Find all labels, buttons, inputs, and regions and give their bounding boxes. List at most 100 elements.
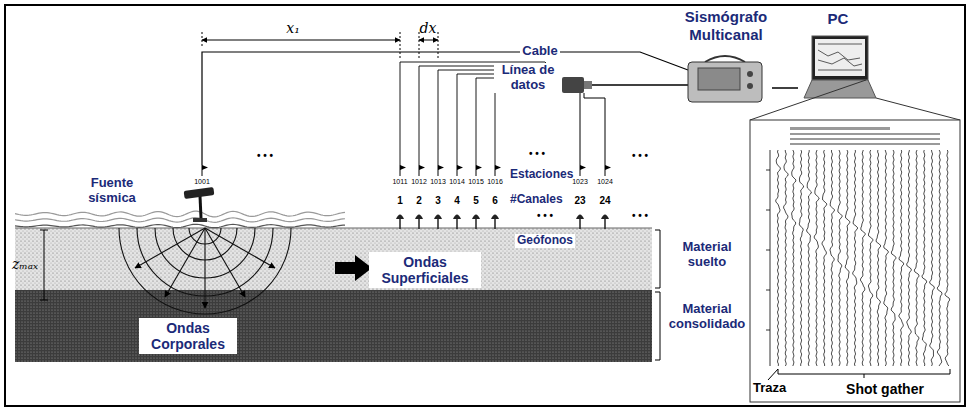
trace-leader [768,369,778,380]
dimension-line [438,32,439,58]
seismic-trace [845,150,850,366]
trace-label: Traza [753,381,786,396]
time-axis [766,170,770,171]
data-connector [584,81,592,89]
seismic-trace [792,150,796,366]
depth-label: zₘₐₓ [12,256,38,272]
body-wavefront [204,228,205,308]
seismic-trace [891,150,896,366]
time-axis [766,290,770,291]
depth-bracket [40,230,48,300]
geophones-label: Geófonos [515,234,575,248]
station-number: 1015 [468,178,484,186]
seismograph-device [705,56,745,62]
seismograph-node: Sismógrafo Multicanal [680,8,772,106]
station-flag [494,219,496,229]
zoom-line [750,80,960,120]
seismic-trace [876,150,881,366]
station-flag [580,165,586,170]
shot-gather-panel: Shot gather [750,120,960,402]
body-wavefront [205,228,245,297]
station-flag [580,165,581,176]
station-flag [400,165,406,170]
dimension-line [419,40,438,41]
seismic-trace [907,150,912,366]
zoom-line [750,80,866,120]
body-wavefront [205,228,275,268]
hammer-symbol [193,218,207,222]
laptop-symbol [812,36,868,80]
station-number: 1011 [392,178,407,186]
station-flag [579,219,581,229]
data-line-label: Línea de datos [494,63,562,93]
computer-node: PC [798,10,878,104]
channels-label: #Canales [510,193,563,207]
laptop-symbol [815,39,865,76]
seismograph-device [747,83,753,89]
seismic-trace [853,150,858,366]
channel-number: 1 [397,195,403,207]
zoom-line [876,98,960,120]
station-number: 1013 [430,178,446,186]
station-flag [453,215,461,220]
station-flag [456,219,458,229]
seismic-trace [937,150,942,366]
connector-layer [772,88,798,89]
seismic-trace [814,150,819,366]
station-flag [434,215,442,220]
seismic-trace [868,150,873,366]
station-flag [605,165,606,176]
seismic-trace [884,150,889,366]
ellipsis: • • • [529,148,545,160]
station-flag [202,165,208,170]
station-flag [418,219,420,229]
seismic-trace [929,150,934,366]
propagation-arrow [335,255,372,281]
seismograph-device [688,62,762,102]
inset-panel [750,120,960,402]
channel-number: 2 [416,195,422,207]
hammer-symbol [184,187,215,199]
seismic-trace [776,150,950,366]
station-flag [576,215,584,220]
ground-surface [15,228,652,229]
seismic-trace [822,150,827,366]
station-flag [584,93,605,165]
station-flag [399,219,401,229]
station-number: 1012 [411,178,427,186]
seismic-trace [945,150,950,366]
body-wavefront [165,228,205,297]
station-flag [396,215,404,220]
body-wavefront [119,228,291,314]
laptop-symbol [818,44,862,70]
station-number: 1001 [194,178,210,186]
body-wavefront [135,228,205,268]
time-axis [766,250,770,251]
gather-label: Shot gather [810,381,960,397]
time-axis [766,150,770,366]
station-flag [457,165,463,170]
surface-waves-label: Ondas Superficiales [369,252,481,288]
station-flag [202,165,203,176]
seismic-trace [799,150,804,366]
station-flag [604,219,606,229]
data-connector [562,77,688,93]
seismograph-device [688,56,762,102]
station-number: 1014 [449,178,465,186]
body-waves-label: Ondas Corporales [139,318,237,354]
station-flag [495,165,501,170]
frame [5,5,965,406]
seismic-trace [899,150,904,366]
station-flag [457,165,458,176]
channel-number: 6 [492,195,498,207]
surface-wave [15,211,345,228]
station-flag [580,93,581,165]
cable-connector [772,87,798,89]
ellipsis: • • • [632,150,648,162]
ground [15,228,652,362]
inset-header [790,127,940,145]
surface-wave [15,211,345,217]
gather-bracket [778,369,950,378]
distance-label: x₁ [286,20,300,36]
